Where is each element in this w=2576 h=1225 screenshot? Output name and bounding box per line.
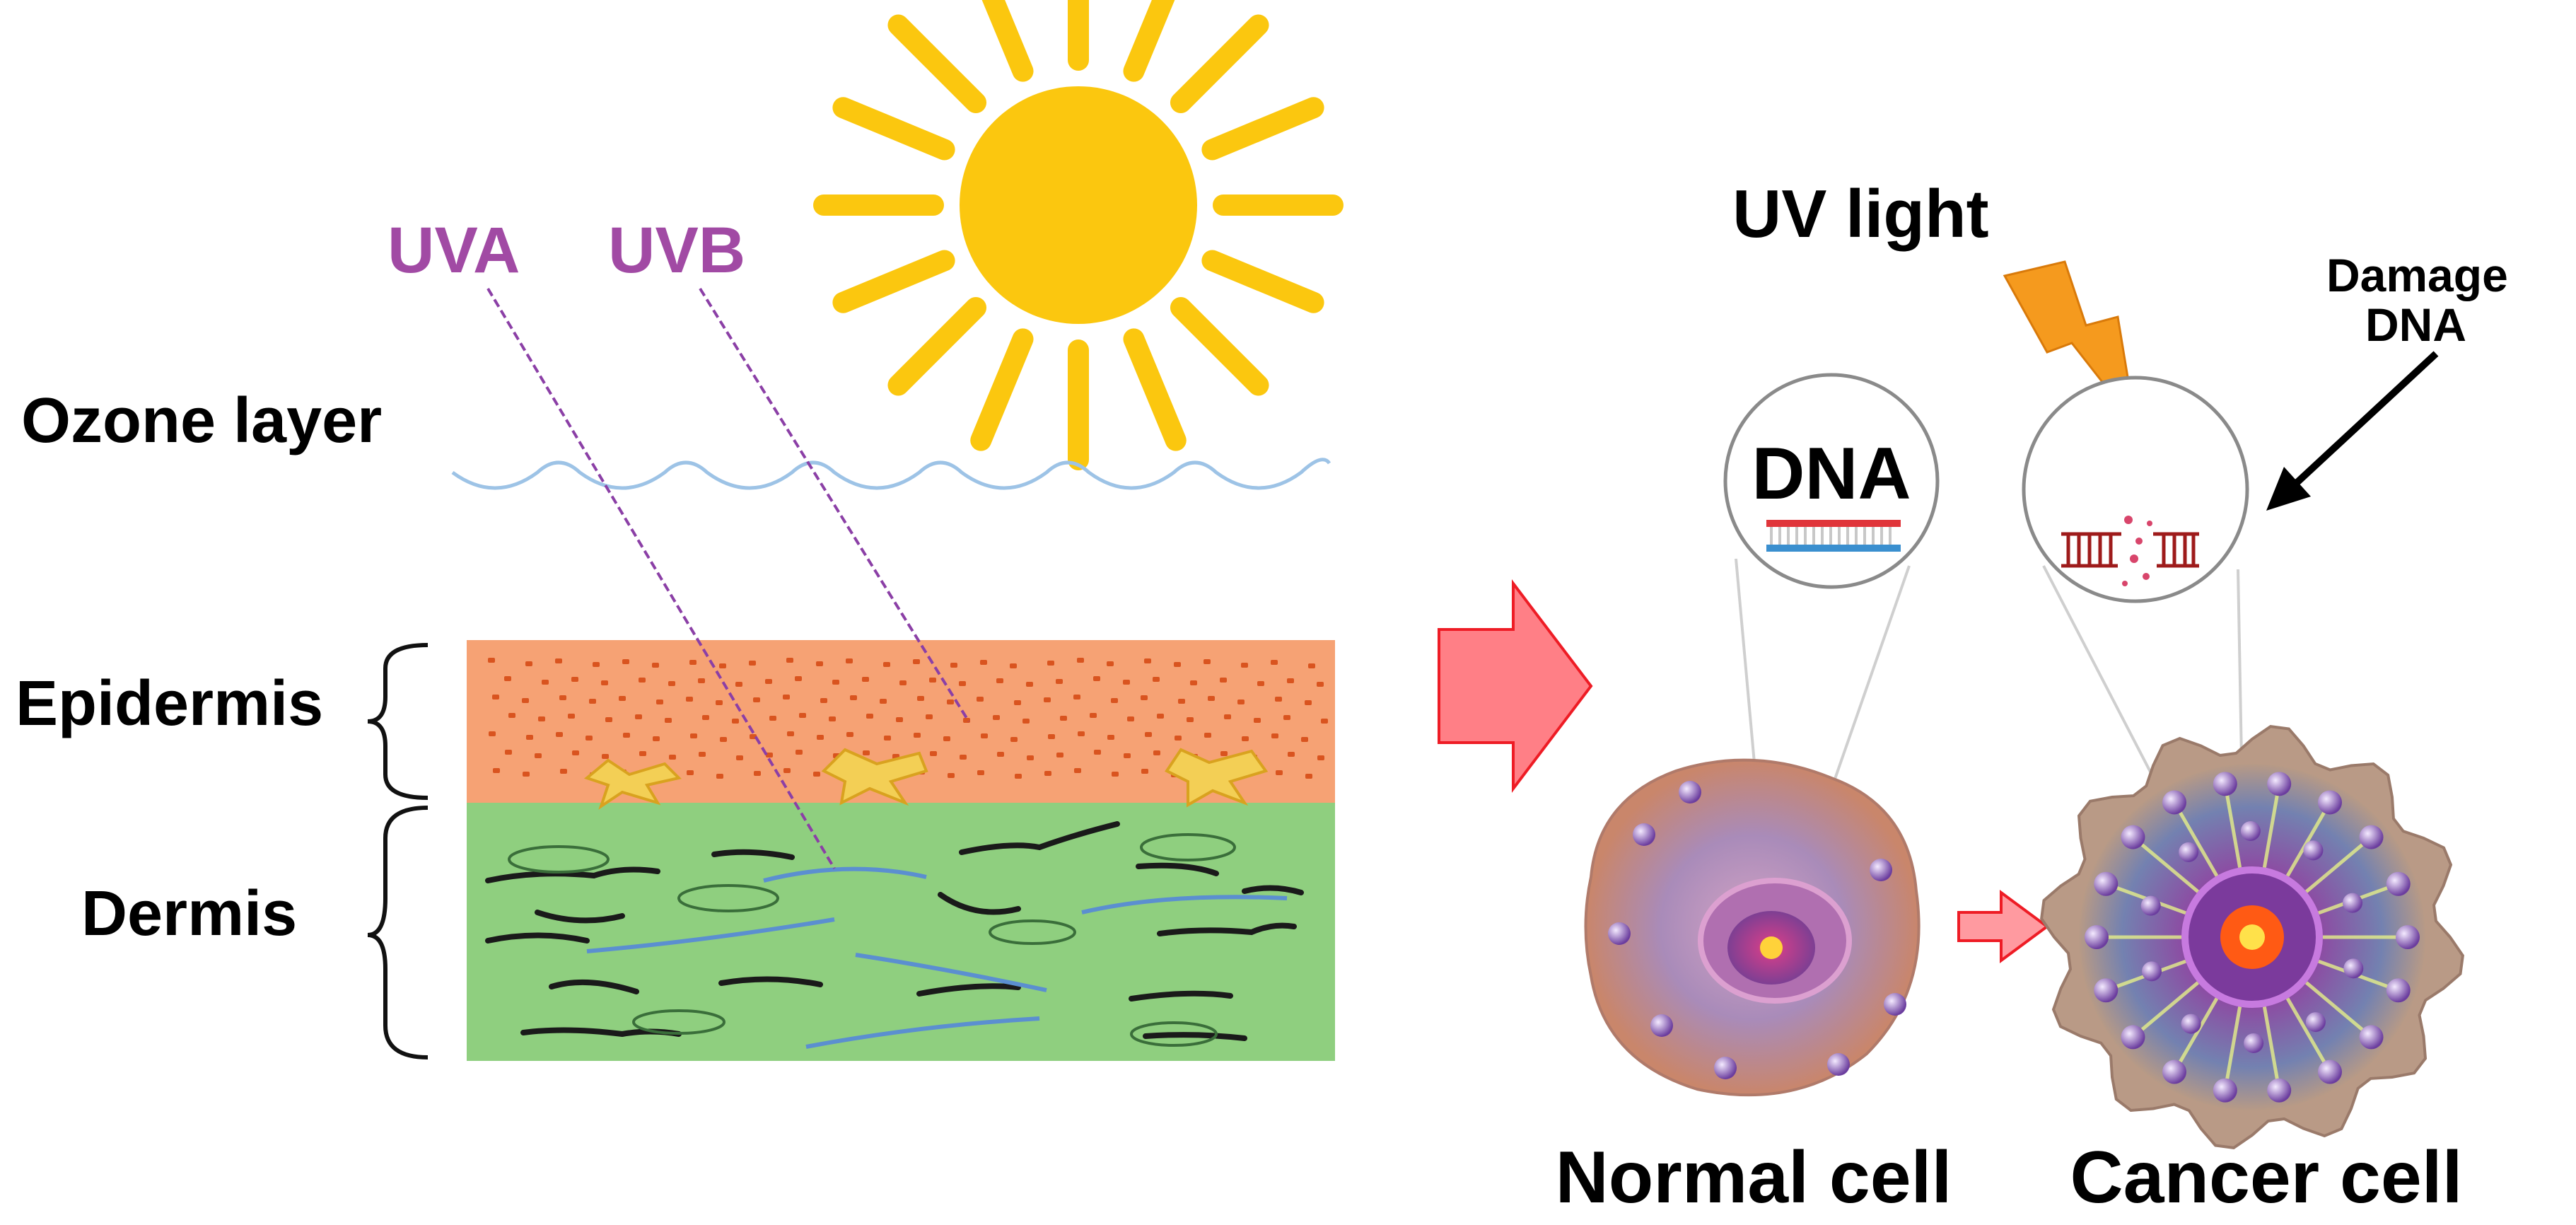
dna-strand-icon — [1766, 520, 1901, 552]
damage-label-line2: DNA — [2365, 298, 2466, 351]
uva-ray — [486, 287, 836, 870]
sun-icon — [813, 0, 1344, 470]
damage-label-line1: Damage — [2326, 249, 2508, 301]
cancer-cell-icon — [2040, 725, 2464, 1149]
uvb-label: UVB — [608, 214, 745, 286]
uvb-ray — [699, 287, 970, 723]
dermis-label: Dermis — [81, 878, 297, 949]
cell-transition-arrow — [1957, 890, 2050, 963]
epidermis-label: Epidermis — [16, 668, 323, 739]
uva-label: UVA — [387, 214, 520, 286]
fibroblast-cells — [508, 833, 1236, 1047]
dermis-vessels — [586, 866, 1288, 1049]
process-arrow — [1438, 579, 1593, 793]
epidermis-cells — [488, 658, 1328, 779]
dermis-bracket — [367, 806, 429, 1059]
uv-light-label: UV light — [1732, 176, 1989, 252]
lightning-icon — [2003, 260, 2137, 425]
dna-label: DNA — [1752, 433, 1911, 515]
damage-arrow — [2266, 351, 2439, 511]
damaged-dna-zoom-circle — [2022, 376, 2249, 603]
normal-cell-label: Normal cell — [1556, 1137, 1952, 1219]
melanocyte-cells — [583, 748, 1269, 810]
damaged-dna-icon — [2061, 516, 2199, 586]
ozone-layer-wave — [451, 458, 1331, 490]
ozone-layer-label: Ozone layer — [21, 385, 382, 456]
epidermis-bracket — [367, 643, 429, 800]
normal-cell-icon — [1584, 758, 1921, 1097]
cancer-cell-label: Cancer cell — [2070, 1137, 2463, 1219]
